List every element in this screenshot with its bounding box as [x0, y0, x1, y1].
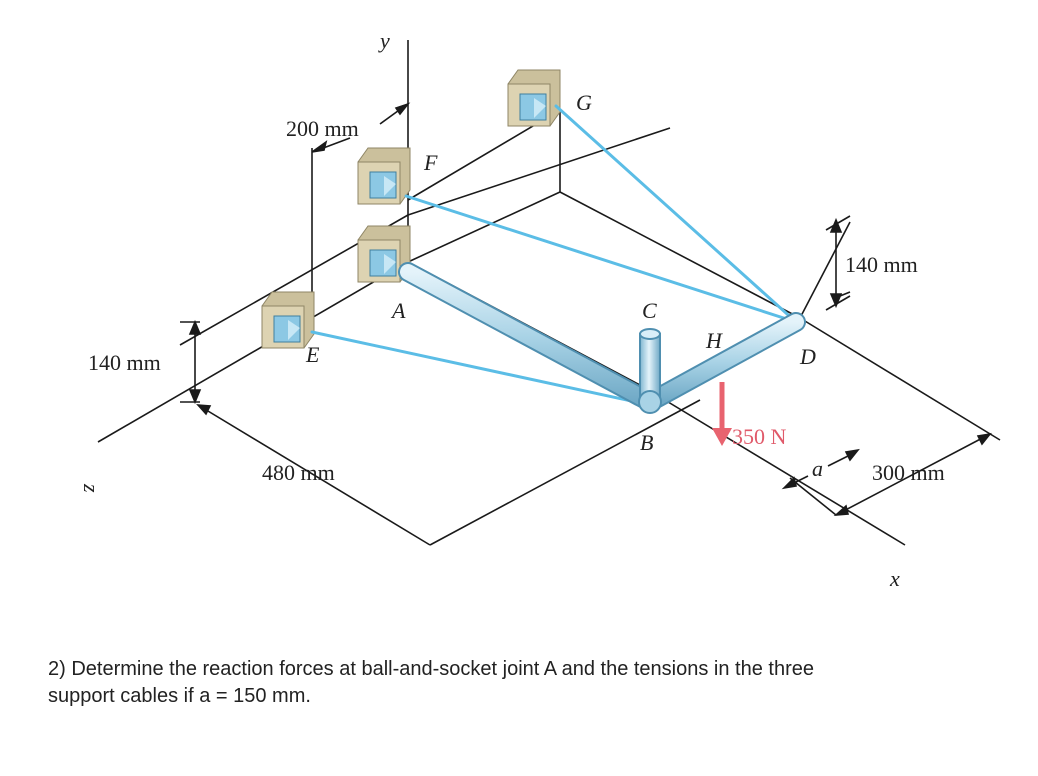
label-G: G	[576, 90, 592, 115]
label-B: B	[640, 430, 653, 455]
dim-300: 300 mm	[872, 460, 945, 485]
label-A: A	[390, 298, 406, 323]
dim-140-left: 140 mm	[88, 350, 161, 375]
z-axis	[97, 261, 409, 443]
floor-line-3	[407, 191, 561, 263]
label-H: H	[705, 328, 723, 353]
bracket-A	[357, 225, 411, 283]
floor-line-1	[559, 191, 801, 319]
question-line-2: support cables if a = 150 mm.	[48, 685, 311, 707]
label-x: x	[889, 566, 900, 591]
bracket-F	[357, 147, 411, 205]
statics-diagram: y G F A E C H D B z x a 200 mm 140 mm 14…	[79, 28, 1001, 591]
pipe-assembly	[398, 262, 806, 414]
dim-140-right: 140 mm	[845, 252, 918, 277]
dim-300-line	[835, 433, 991, 516]
label-y: y	[378, 28, 390, 53]
question-line-1: 2) Determine the reaction forces at ball…	[48, 658, 814, 680]
cable-BE	[310, 330, 652, 407]
label-C: C	[642, 298, 657, 323]
label-a: a	[812, 456, 823, 481]
point-labels: y G F A E C H D B z x a	[79, 28, 900, 591]
bracket-E	[261, 291, 315, 349]
label-E: E	[305, 342, 320, 367]
label-z: z	[79, 483, 104, 493]
x-axis	[639, 384, 906, 546]
load-value: 350 N	[732, 424, 787, 449]
load-arrow	[712, 382, 732, 446]
dim-200: 200 mm	[286, 116, 359, 141]
cable-DF	[404, 194, 798, 324]
problem-statement: 2) Determine the reaction forces at ball…	[48, 656, 948, 710]
dim-480-line	[197, 404, 431, 546]
dimension-arrows	[188, 102, 992, 516]
label-D: D	[799, 344, 816, 369]
cables	[310, 104, 798, 407]
wall-line-upper	[407, 127, 671, 216]
bracket-G	[507, 69, 561, 127]
dimension-labels: 200 mm 140 mm 140 mm 480 mm 300 mm 350 N	[88, 116, 945, 485]
dim-480: 480 mm	[262, 460, 335, 485]
label-F: F	[423, 150, 438, 175]
cable-DG	[554, 104, 798, 324]
